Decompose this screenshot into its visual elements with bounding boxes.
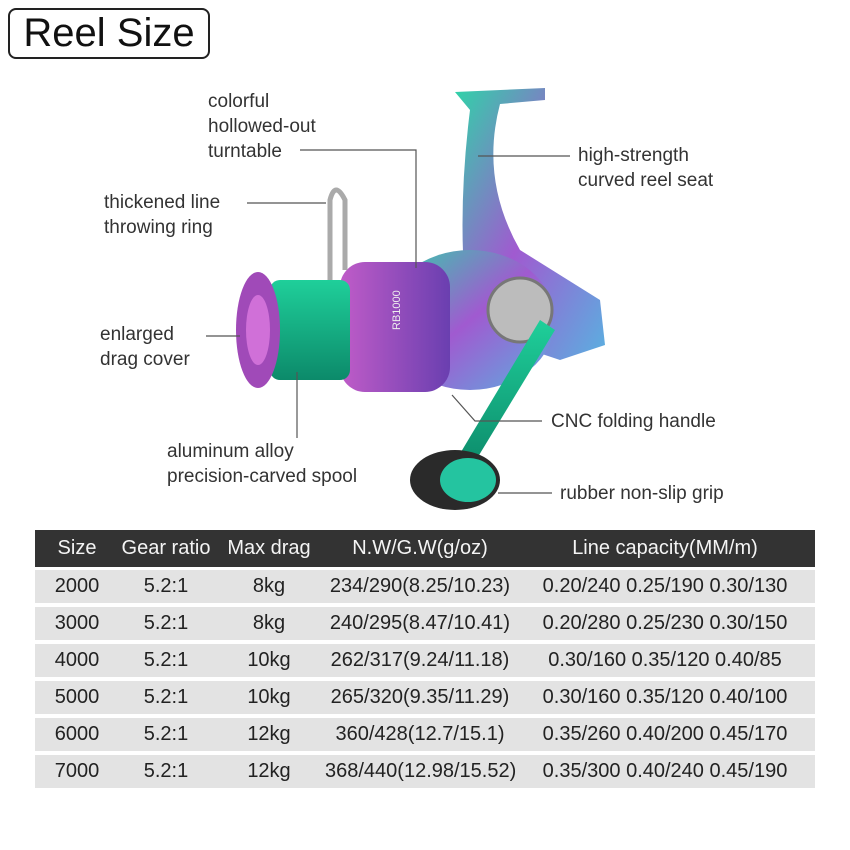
table-cell: 10kg [247,686,291,708]
spool [270,280,350,380]
table-header: Size Gear ratio Max drag N.W/G.W(g/oz) L… [35,530,815,567]
table-cell: 5000 [54,686,100,708]
table-cell: 8kg [252,575,286,597]
table-cell: 10kg [247,649,291,671]
rotor [340,262,450,392]
model-label: RB1000 [391,290,403,330]
gear-cover [486,276,554,344]
callout-handle: CNC folding handle [551,409,716,434]
table-row: 2000 5.2:1 8kg 234/290(8.25/10.23) 0.20/240 … [35,570,815,603]
callout-line: curved reel seat [578,170,714,191]
table-cell: 7000 [54,760,100,782]
table-cell: 5.2:1 [143,612,189,634]
table-cell: 240/295(8.47/10.41) [329,612,511,634]
table-cell: 12kg [247,723,291,745]
page-title: Reel Size [8,8,210,59]
table-cell: 0.35/300 0.40/240 0.45/190 [542,760,788,782]
header-gear-ratio: Gear ratio [121,537,211,559]
table-cell: 0.30/160 0.35/120 0.40/100 [542,686,788,708]
table-cell: 265/320(9.35/11.29) [330,686,510,708]
table-row: 5000 5.2:1 10kg 265/320(9.35/11.29) 0.30/160… [35,681,815,714]
fishing-reel-illustration: RB1000 [206,88,605,510]
callout-line: thickened line [104,192,221,213]
callout-line: aluminum alloy [167,441,294,462]
table-cell: 2000 [54,575,100,597]
table-cell: 234/290(8.25/10.23) [329,575,511,597]
header-weight: N.W/G.W(g/oz) [352,537,488,559]
callout-turntable: colorful hollowed-out turntable [208,89,316,164]
table-cell: 262/317(9.24/11.18) [330,649,510,671]
callout-line: hollowed-out [208,116,316,137]
callout-line: rubber non-slip grip [560,483,724,504]
size-spec-table: Size Gear ratio Max drag N.W/G.W(g/oz) L… [35,530,815,792]
table-row: 3000 5.2:1 8kg 240/295(8.47/10.41) 0.20/280 … [35,607,815,640]
callout-line: turntable [208,141,282,162]
table-row: 4000 5.2:1 10kg 262/317(9.24/11.18) 0.30/160… [35,644,815,677]
callout-grip: rubber non-slip grip [560,481,724,506]
table-cell: 8kg [252,612,286,634]
table-cell: 0.20/280 0.25/230 0.30/150 [542,612,788,634]
table-cell: 5.2:1 [143,649,189,671]
callout-line: CNC folding handle [551,411,716,432]
callout-line: colorful [208,91,270,112]
callout-reel-seat: high-strength curved reel seat [578,143,713,193]
table-cell: 0.35/260 0.40/200 0.45/170 [542,723,788,745]
table-cell: 0.30/160 0.35/120 0.40/85 [548,649,782,671]
callout-drag-cover: enlarged drag cover [100,322,190,372]
header-max-drag: Max drag [227,537,311,559]
callout-spool: aluminum alloy precision-carved spool [167,439,357,489]
table-cell: 368/440(12.98/15.52) [325,760,517,782]
table-cell: 360/428(12.7/15.1) [335,723,505,745]
callout-line: drag cover [100,349,190,370]
callout-line: enlarged [100,324,174,345]
table-cell: 12kg [247,760,291,782]
bail-ring [327,187,348,380]
callout-line: high-strength [578,145,689,166]
table-cell: 4000 [54,649,100,671]
table-row: 6000 5.2:1 12kg 360/428(12.7/15.1) 0.35/260 … [35,718,815,751]
table-cell: 5.2:1 [143,760,189,782]
callout-throwing-ring: thickened line throwing ring [104,190,220,240]
callout-line: precision-carved spool [167,466,358,487]
table-cell: 5.2:1 [143,723,189,745]
table-cell: 0.20/240 0.25/190 0.30/130 [542,575,788,597]
table-cell: 6000 [54,723,100,745]
callout-line: throwing ring [104,217,213,238]
folding-handle [455,320,555,470]
table-row: 7000 5.2:1 12kg 368/440(12.98/15.52) 0.35/30… [35,755,815,788]
header-line-capacity: Line capacity(MM/m) [572,537,758,559]
table-cell: 3000 [54,612,100,634]
header-size: Size [57,537,97,559]
table-cell: 5.2:1 [143,686,189,708]
table-cell: 5.2:1 [143,575,189,597]
